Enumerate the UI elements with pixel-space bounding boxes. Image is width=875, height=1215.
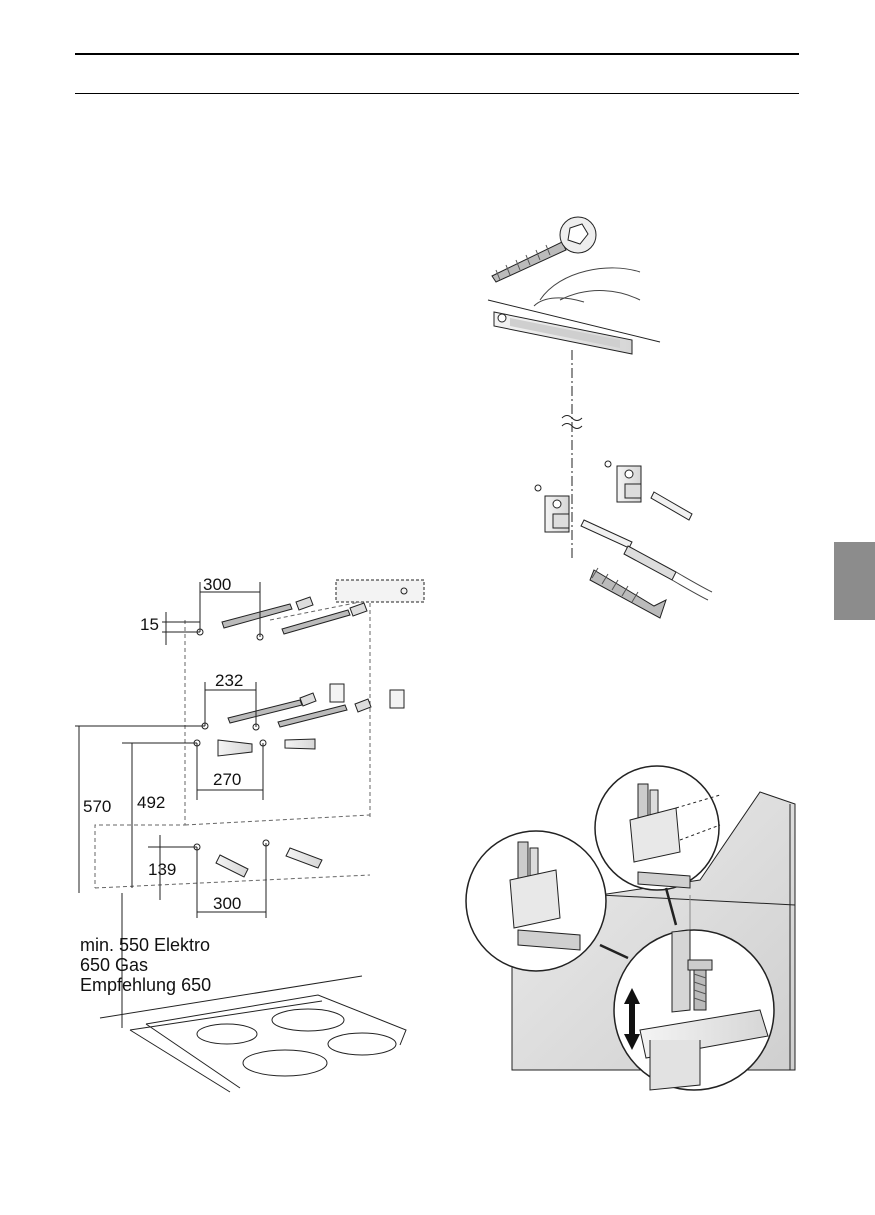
dim-height-middle-screws: 492: [137, 793, 165, 812]
dim-middle-hole-spacing: 270: [213, 770, 241, 789]
dim-height-upper-screws: 570: [83, 797, 111, 816]
clearance-note-gas: 650 Gas: [80, 955, 148, 975]
cabinet-bracket-details: [466, 766, 795, 1090]
clearance-note-electric: min. 550 Elektro: [80, 935, 210, 955]
clearance-note-recommendation: Empfehlung 650: [80, 975, 211, 995]
dim-upper-hole-spacing: 300: [203, 575, 231, 594]
dim-lower-offset: 139: [148, 860, 176, 879]
rail-and-bracket-illustration: [488, 217, 712, 618]
dim-upper-offset: 15: [140, 615, 159, 634]
wall-drilling-template: [75, 580, 424, 1092]
dim-bracket-hole-spacing: 232: [215, 671, 243, 690]
dim-lower-hole-spacing: 300: [213, 894, 241, 913]
